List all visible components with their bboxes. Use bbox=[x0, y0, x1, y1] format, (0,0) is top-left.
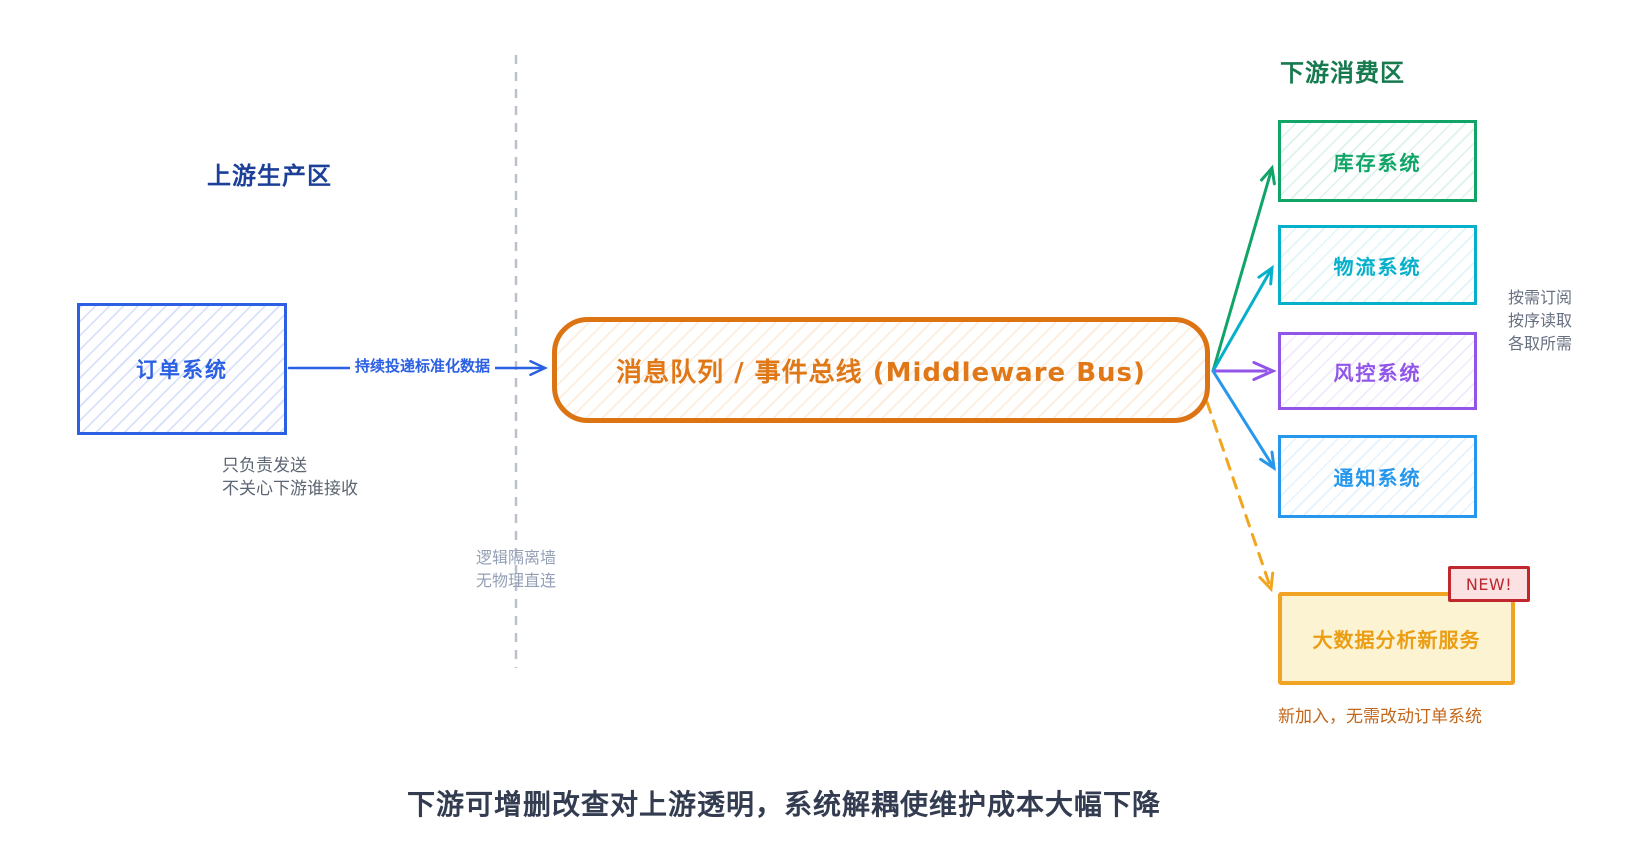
notification-system-node: 通知系统 bbox=[1278, 435, 1477, 518]
bigdata-service-note: 新加入，无需改动订单系统 bbox=[1278, 707, 1482, 727]
risk-system-label: 风控系统 bbox=[1333, 360, 1422, 385]
logistics-system-label: 物流系统 bbox=[1333, 254, 1422, 279]
bus-to-inventory-arrow bbox=[1211, 164, 1276, 373]
order-system-node: 订单系统 bbox=[77, 303, 287, 435]
bus-to-logistics-arrow bbox=[1211, 264, 1274, 373]
bigdata-service-node: 大数据分析新服务 bbox=[1278, 592, 1515, 685]
order-system-label: 订单系统 bbox=[136, 358, 228, 382]
bigdata-service-label: 大数据分析新服务 bbox=[1312, 628, 1481, 652]
bus-to-newservice-dashed-arrow bbox=[1205, 400, 1275, 593]
isolation-wall-note: 逻辑隔离墙 无物理直连 bbox=[475, 548, 556, 590]
message-bus-label: 消息队列 / 事件总线 (Middleware Bus) bbox=[616, 357, 1146, 388]
diagram-caption: 下游可增删改查对上游透明，系统解耦使维护成本大幅下降 bbox=[407, 788, 1162, 821]
inventory-system-label: 库存系统 bbox=[1333, 150, 1422, 175]
sender-note: 只负责发送 不关心下游谁接收 bbox=[222, 456, 358, 499]
bus-to-risk-arrow bbox=[1211, 361, 1277, 381]
message-bus-node: 消息队列 / 事件总线 (Middleware Bus) bbox=[552, 317, 1210, 423]
upstream-zone-title: 上游生产区 bbox=[207, 162, 332, 190]
notification-system-label: 通知系统 bbox=[1333, 466, 1422, 490]
bus-to-notification-arrow bbox=[1211, 369, 1276, 472]
flow-arrow-label: 持续投递标准化数据 bbox=[350, 355, 496, 376]
inventory-system-node: 库存系统 bbox=[1278, 120, 1477, 202]
new-badge: NEW! bbox=[1448, 566, 1530, 602]
logistics-system-node: 物流系统 bbox=[1278, 225, 1477, 305]
risk-system-node: 风控系统 bbox=[1278, 332, 1477, 410]
downstream-zone-title: 下游消费区 bbox=[1280, 59, 1405, 87]
new-badge-label: NEW! bbox=[1465, 574, 1513, 594]
consume-note: 按需订阅 按序读取 各取所需 bbox=[1508, 288, 1573, 353]
